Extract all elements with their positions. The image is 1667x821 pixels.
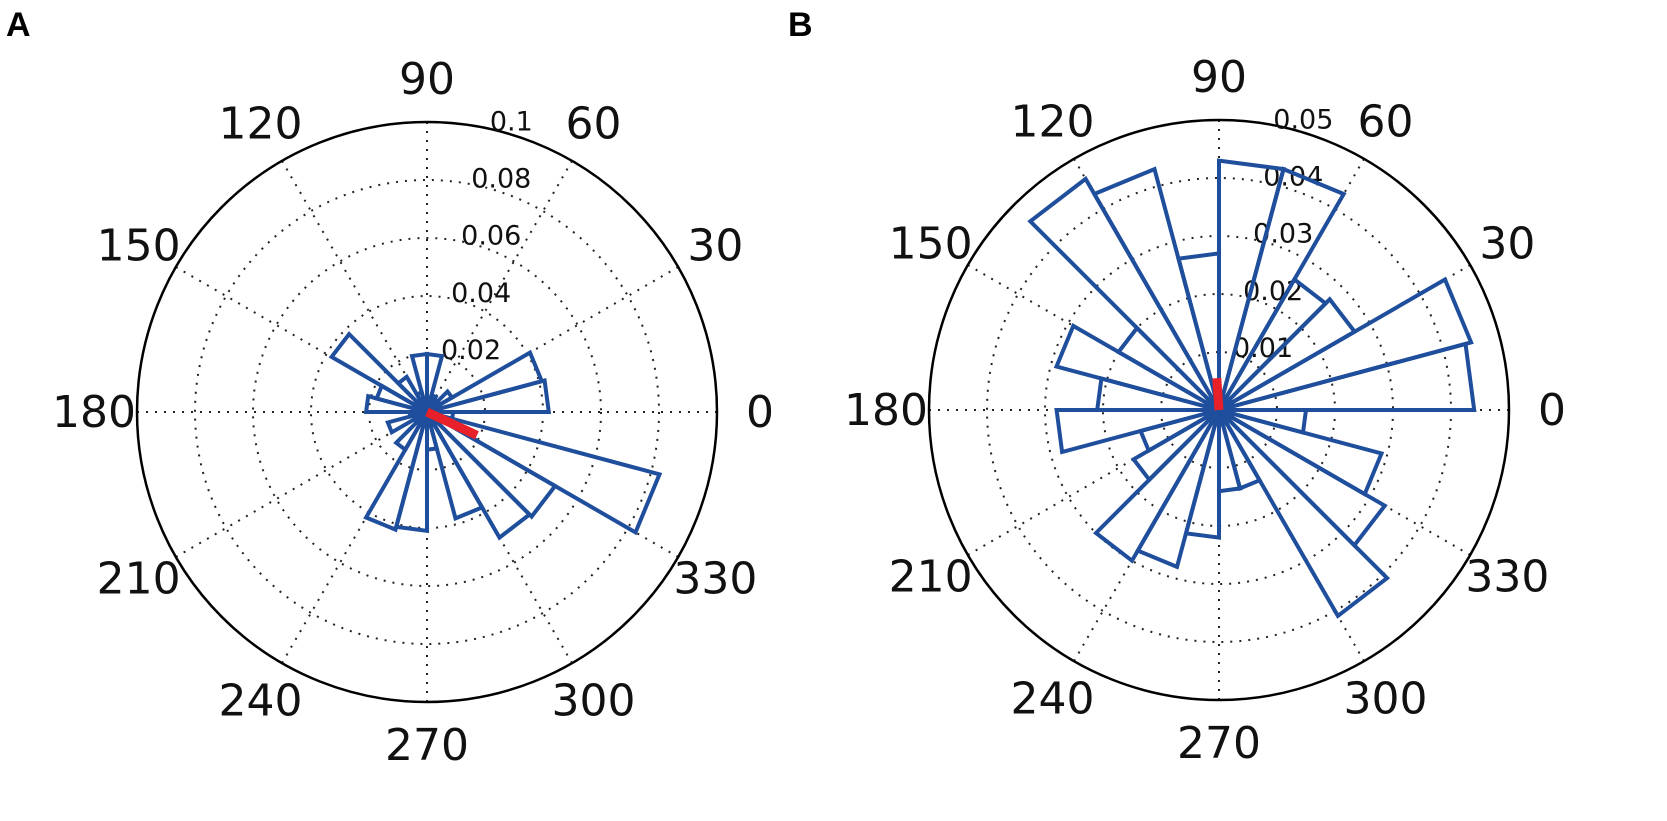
mean-vector-b <box>1212 377 1224 411</box>
angle-label-240: 240 <box>219 675 303 726</box>
angle-label-90: 90 <box>1191 52 1247 103</box>
angle-label-60: 60 <box>566 99 622 150</box>
panel-b: B 0.010.020.030.040.05 03060901201501802… <box>788 6 1566 769</box>
radial-tick-label: 0.02 <box>441 335 501 366</box>
histogram-bin <box>1217 408 1391 619</box>
histogram-bin <box>409 351 429 413</box>
histogram-bin <box>385 410 428 436</box>
angle-label-120: 120 <box>219 99 303 150</box>
radial-tick-label: 0.04 <box>451 278 511 309</box>
angle-label-210: 210 <box>97 554 181 605</box>
angle-label-150: 150 <box>889 219 973 270</box>
angle-label-30: 30 <box>1479 219 1535 270</box>
angle-labels-a: 0 30 60 90 120 150 180 210 240 270 300 330 <box>52 54 774 771</box>
panel-label-b: B <box>788 6 813 44</box>
grid-spoke <box>967 409 1220 556</box>
angle-label-0: 0 <box>1538 385 1566 436</box>
angle-label-180: 180 <box>844 385 928 436</box>
radial-tick-label: 0.05 <box>1273 104 1333 135</box>
histogram-bins-a <box>328 331 663 541</box>
radial-tick-label: 0.08 <box>471 164 531 195</box>
angle-label-240: 240 <box>1011 673 1095 724</box>
angle-label-330: 330 <box>1465 552 1549 603</box>
angle-label-300: 300 <box>552 675 636 726</box>
outer-circle <box>927 118 1511 702</box>
angle-label-0: 0 <box>746 387 774 438</box>
angle-label-300: 300 <box>1344 673 1428 724</box>
histogram-bin <box>328 331 429 414</box>
angle-label-150: 150 <box>97 221 181 272</box>
angle-label-270: 270 <box>1177 718 1261 769</box>
histogram-bin <box>426 349 545 414</box>
angle-label-330: 330 <box>673 554 757 605</box>
grid-spoke <box>281 160 428 413</box>
grid-spoke <box>175 411 428 558</box>
histogram-bins-b <box>1027 158 1477 619</box>
grid-spoke <box>426 266 679 413</box>
histogram-bin <box>363 393 428 414</box>
angle-label-120: 120 <box>1011 97 1095 148</box>
angle-label-60: 60 <box>1358 97 1414 148</box>
angle-label-180: 180 <box>52 387 136 438</box>
angle-labels-b: 0 30 60 90 120 150 180 210 240 270 300 330 <box>844 52 1566 769</box>
radial-tick-label: 0.06 <box>461 221 521 252</box>
mean-vector <box>1212 377 1224 411</box>
angle-label-90: 90 <box>399 54 455 105</box>
grid-spoke <box>426 160 573 413</box>
histogram-bin <box>393 411 429 534</box>
mean-vector <box>425 407 479 440</box>
angle-label-30: 30 <box>687 221 743 272</box>
histogram-bin <box>425 410 663 536</box>
mean-vector-a <box>425 407 479 440</box>
histogram-bin <box>1218 408 1309 436</box>
panel-a: A 0.02 0.04 0.06 0.08 0.1 0 30 60 90 120 150 180 21… <box>6 6 774 771</box>
angle-label-210: 210 <box>889 552 973 603</box>
grid-spoke <box>175 266 428 413</box>
angle-label-270: 270 <box>385 720 469 771</box>
grid-spoke <box>281 411 428 664</box>
outer-circle <box>135 120 719 704</box>
panel-label-a: A <box>6 6 31 44</box>
grid-circle <box>252 237 602 587</box>
histogram-bin <box>1027 175 1221 412</box>
grid-circle <box>194 179 660 645</box>
radial-tick-label: 0.1 <box>490 106 533 137</box>
radial-ticks-a: 0.02 0.04 0.06 0.08 0.1 <box>441 106 533 365</box>
